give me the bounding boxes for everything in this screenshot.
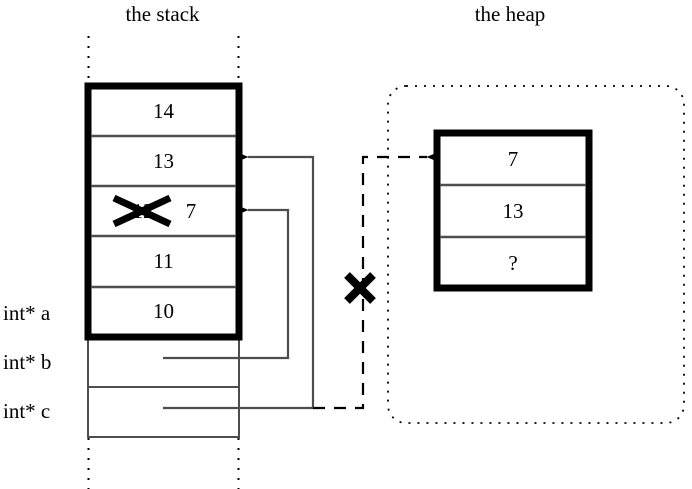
heap-region-outline — [387, 85, 685, 424]
stack-cell-value-0: 14 — [153, 99, 174, 123]
heap-array-box — [433, 129, 593, 292]
heap-cell-value-1: 13 — [502, 199, 524, 223]
stack-array-box — [84, 82, 243, 341]
x-cross-mark-icon — [344, 272, 376, 304]
stack-guide-dotted-lines — [87, 36, 240, 489]
stack-cell-value-4: 10 — [153, 299, 174, 323]
heap-cell-value-0: 7 — [507, 147, 519, 171]
stack-unallocated-slots — [87, 336, 240, 438]
stack-cell-new-value-2: 7 — [185, 199, 197, 223]
variable-label-a: int* a — [3, 301, 51, 325]
pointer-b-arrow — [163, 205, 290, 360]
heap-title: the heap — [474, 2, 546, 26]
stack-title: the stack — [125, 2, 200, 26]
variable-label-c: int* c — [3, 399, 51, 423]
variable-label-b: int* b — [3, 350, 52, 374]
stack-cell-value-2: 12 — [132, 199, 154, 223]
pointer-c-arrow — [163, 152, 315, 410]
stack-cell-value-1: 13 — [153, 149, 174, 173]
stack-cell-value-3: 11 — [153, 249, 174, 273]
heap-cell-value-2: ? — [508, 251, 518, 275]
x-strikeout-mark-icon — [112, 194, 172, 228]
